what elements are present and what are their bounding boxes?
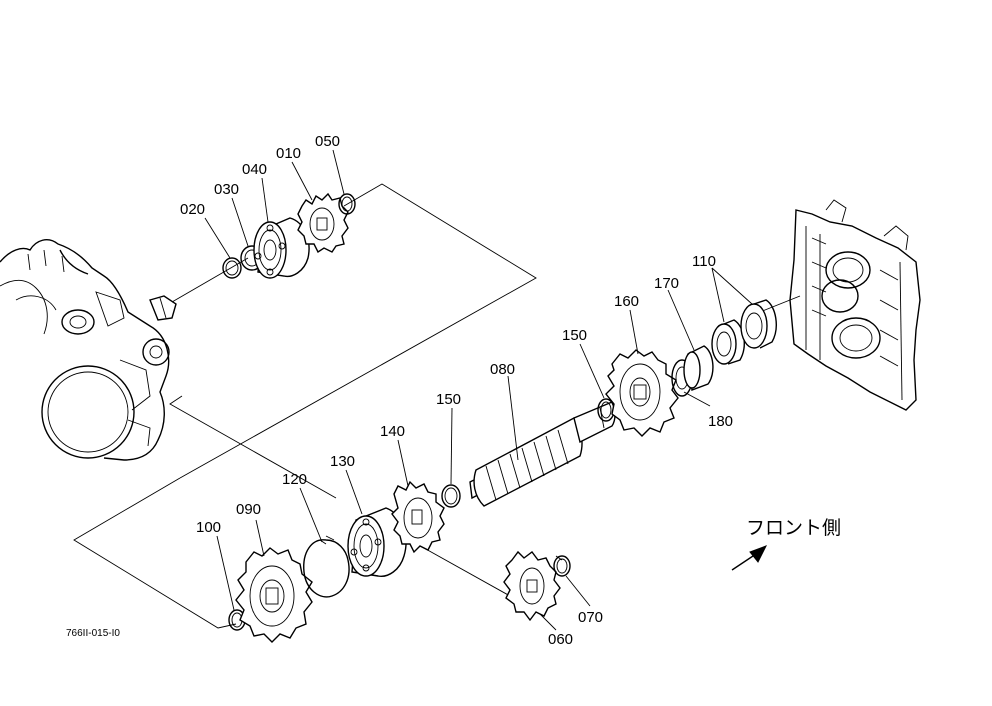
front-side-label: フロント側 [746,517,841,539]
callout-130: 130 [330,453,355,470]
callout-160: 160 [614,293,639,310]
part-010-gear [297,192,349,254]
front-direction-indicator: フロント側 [731,517,841,571]
part-160-gear [605,349,679,437]
part-040-bearing [253,217,310,279]
callout-110: 110 [692,253,716,270]
upper-box-lines [171,183,537,479]
part-080-shaft [469,401,616,507]
part-060-gear [503,550,561,622]
callout-090: 090 [236,501,261,518]
drawing-code: 766II-015-I0 [66,628,120,639]
front-arrow-icon [749,545,768,563]
callout-070: 070 [578,609,603,626]
front-arrow-shaft [731,553,757,571]
part-140-gear [391,480,445,554]
callout-080: 080 [490,361,515,378]
leader-lines [204,149,753,631]
part-130-bearing [347,507,407,577]
part-110-bearing-right [740,299,777,349]
callout-060: 060 [548,631,573,648]
part-050-snap-ring [338,193,356,215]
part-120-snap-ring [303,535,350,598]
callout-020: 020 [180,201,205,218]
callout-150-left: 150 [436,391,461,408]
part-070-snap-ring [553,555,571,577]
right-housing [789,199,921,411]
lower-bracket-lines [73,295,801,629]
callout-050: 050 [315,133,340,150]
callout-140: 140 [380,423,405,440]
callout-120: 120 [282,471,307,488]
callout-100: 100 [196,519,221,536]
callout-150-right: 150 [562,327,587,344]
part-110-bearing-left [711,319,745,365]
part-170-collar [683,345,714,391]
callout-030: 030 [214,181,239,198]
part-150-ring-left [441,484,461,508]
callout-040: 040 [242,161,267,178]
callout-170: 170 [654,275,679,292]
left-housing [0,239,177,461]
callout-180: 180 [708,413,733,430]
callout-010: 010 [276,145,301,162]
part-090-gear [235,547,313,643]
callout-labels: 020 030 040 010 050 100 090 120 130 140 … [180,133,733,648]
part-020-snap-ring [222,257,242,279]
